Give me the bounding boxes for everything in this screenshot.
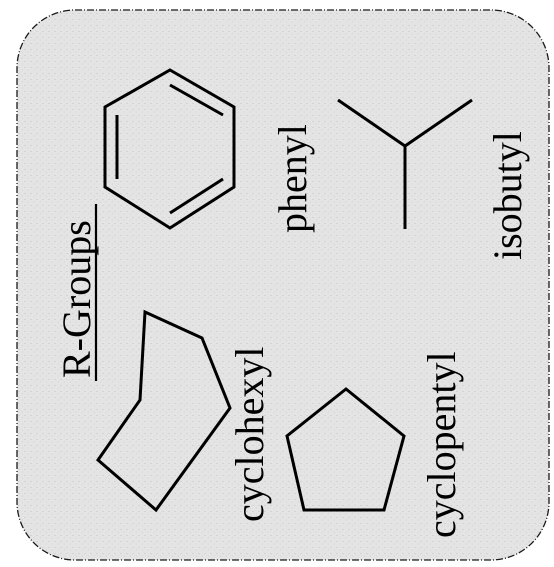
double-bond-2 — [169, 177, 224, 215]
label-isobutyl: isobutyl — [485, 131, 530, 260]
panel-background — [16, 9, 550, 561]
label-cyclohexyl: cyclohexyl — [227, 347, 272, 523]
double-bond-1 — [169, 83, 224, 117]
page-title: R-Groups — [54, 220, 99, 378]
cyclohexyl-structure — [95, 309, 232, 513]
label-cyclopentyl: cyclopentyl — [419, 351, 464, 538]
label-phenyl: phenyl — [270, 124, 315, 233]
isobutyl-structure — [337, 98, 473, 229]
heading-group: R-Groups — [54, 204, 99, 381]
cyclopentyl-structure — [285, 387, 406, 512]
benzene-ring — [103, 68, 236, 230]
phenyl-structure — [103, 68, 236, 230]
